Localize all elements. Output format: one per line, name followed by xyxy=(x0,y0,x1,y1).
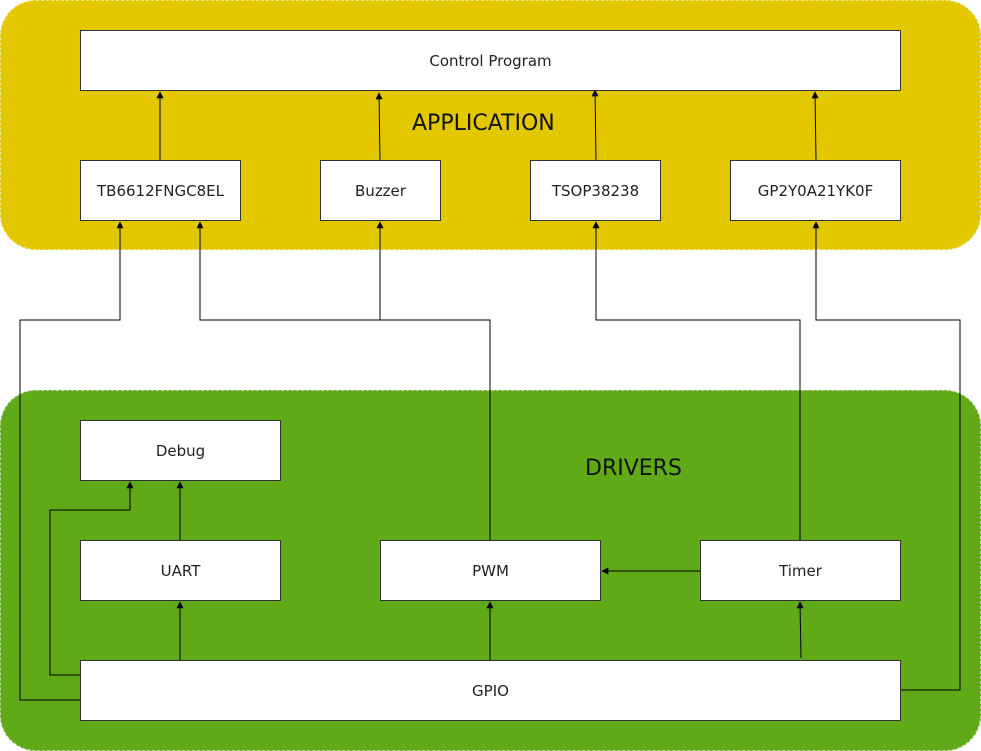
arrow-gpio-to-tb6612 xyxy=(19,221,124,701)
arrow-pwm-to-tb6612 xyxy=(196,221,491,540)
drivers-label: DRIVERS xyxy=(585,456,682,481)
gp2y-box: GP2Y0A21YK0F xyxy=(730,160,901,221)
gpio-box: GPIO xyxy=(80,660,901,721)
control-program-box: Control Program xyxy=(80,30,901,91)
arrow-gp2y-to-control xyxy=(811,91,819,161)
timer-box: Timer xyxy=(700,540,901,601)
application-label: APPLICATION xyxy=(412,111,555,136)
tb6612-box: TB6612FNGC8EL xyxy=(80,160,241,221)
debug-box: Debug xyxy=(80,420,281,481)
arrow-timer-to-tsop xyxy=(592,221,801,540)
arrow-buzzer-to-control xyxy=(375,92,383,161)
pwm-box: PWM xyxy=(380,540,601,601)
arrow-gpio-to-timer xyxy=(796,601,804,659)
arrow-gpio-to-gp2y xyxy=(812,221,961,691)
buzzer-box: Buzzer xyxy=(320,160,441,221)
arrow-tsop-to-control xyxy=(591,89,599,161)
tsop-box: TSOP38238 xyxy=(530,160,661,221)
arrow-gpio-to-debug xyxy=(49,481,134,676)
uart-box: UART xyxy=(80,540,281,601)
